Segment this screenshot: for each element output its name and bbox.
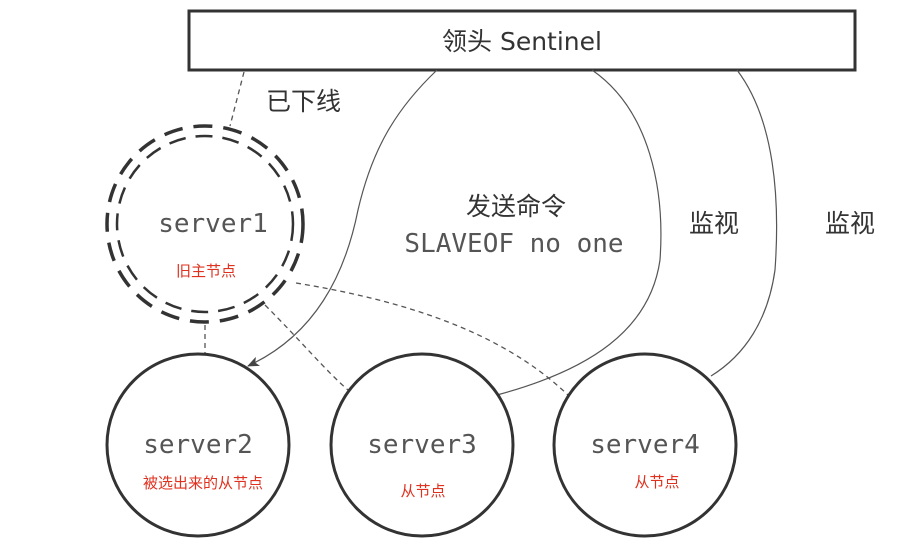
server2-name: server2 [143,430,253,460]
server4-name: server4 [590,430,700,460]
server4-role: 从节点 [634,473,679,491]
command-label: 发送命令 [466,192,566,221]
server2-role: 被选出来的从节点 [143,474,263,492]
replication-link-server3 [264,304,349,391]
server3-role: 从节点 [400,482,445,500]
command-arrow [247,69,438,367]
offline-label: 已下线 [266,87,341,116]
server1-node: server1 旧主节点 [105,124,305,324]
leader-sentinel-label: 领头 Sentinel [442,27,602,56]
replication-link-server4 [295,282,569,396]
server1-role: 旧主节点 [176,262,236,280]
offline-link [229,71,245,127]
monitor-line-server3 [496,69,662,396]
monitor-label-1: 监视 [689,209,739,238]
leader-sentinel-box: 领头 Sentinel [187,9,857,72]
server3-name: server3 [367,430,477,460]
monitor-label-2: 监视 [825,209,875,238]
server2-node: server2 被选出来的从节点 [105,352,291,538]
monitor-line-server4 [710,69,778,377]
server1-name: server1 [158,209,268,239]
command-text: SLAVEOF no one [404,229,623,259]
server3-node: server3 从节点 [329,352,515,538]
server4-node: server4 从节点 [552,352,738,538]
